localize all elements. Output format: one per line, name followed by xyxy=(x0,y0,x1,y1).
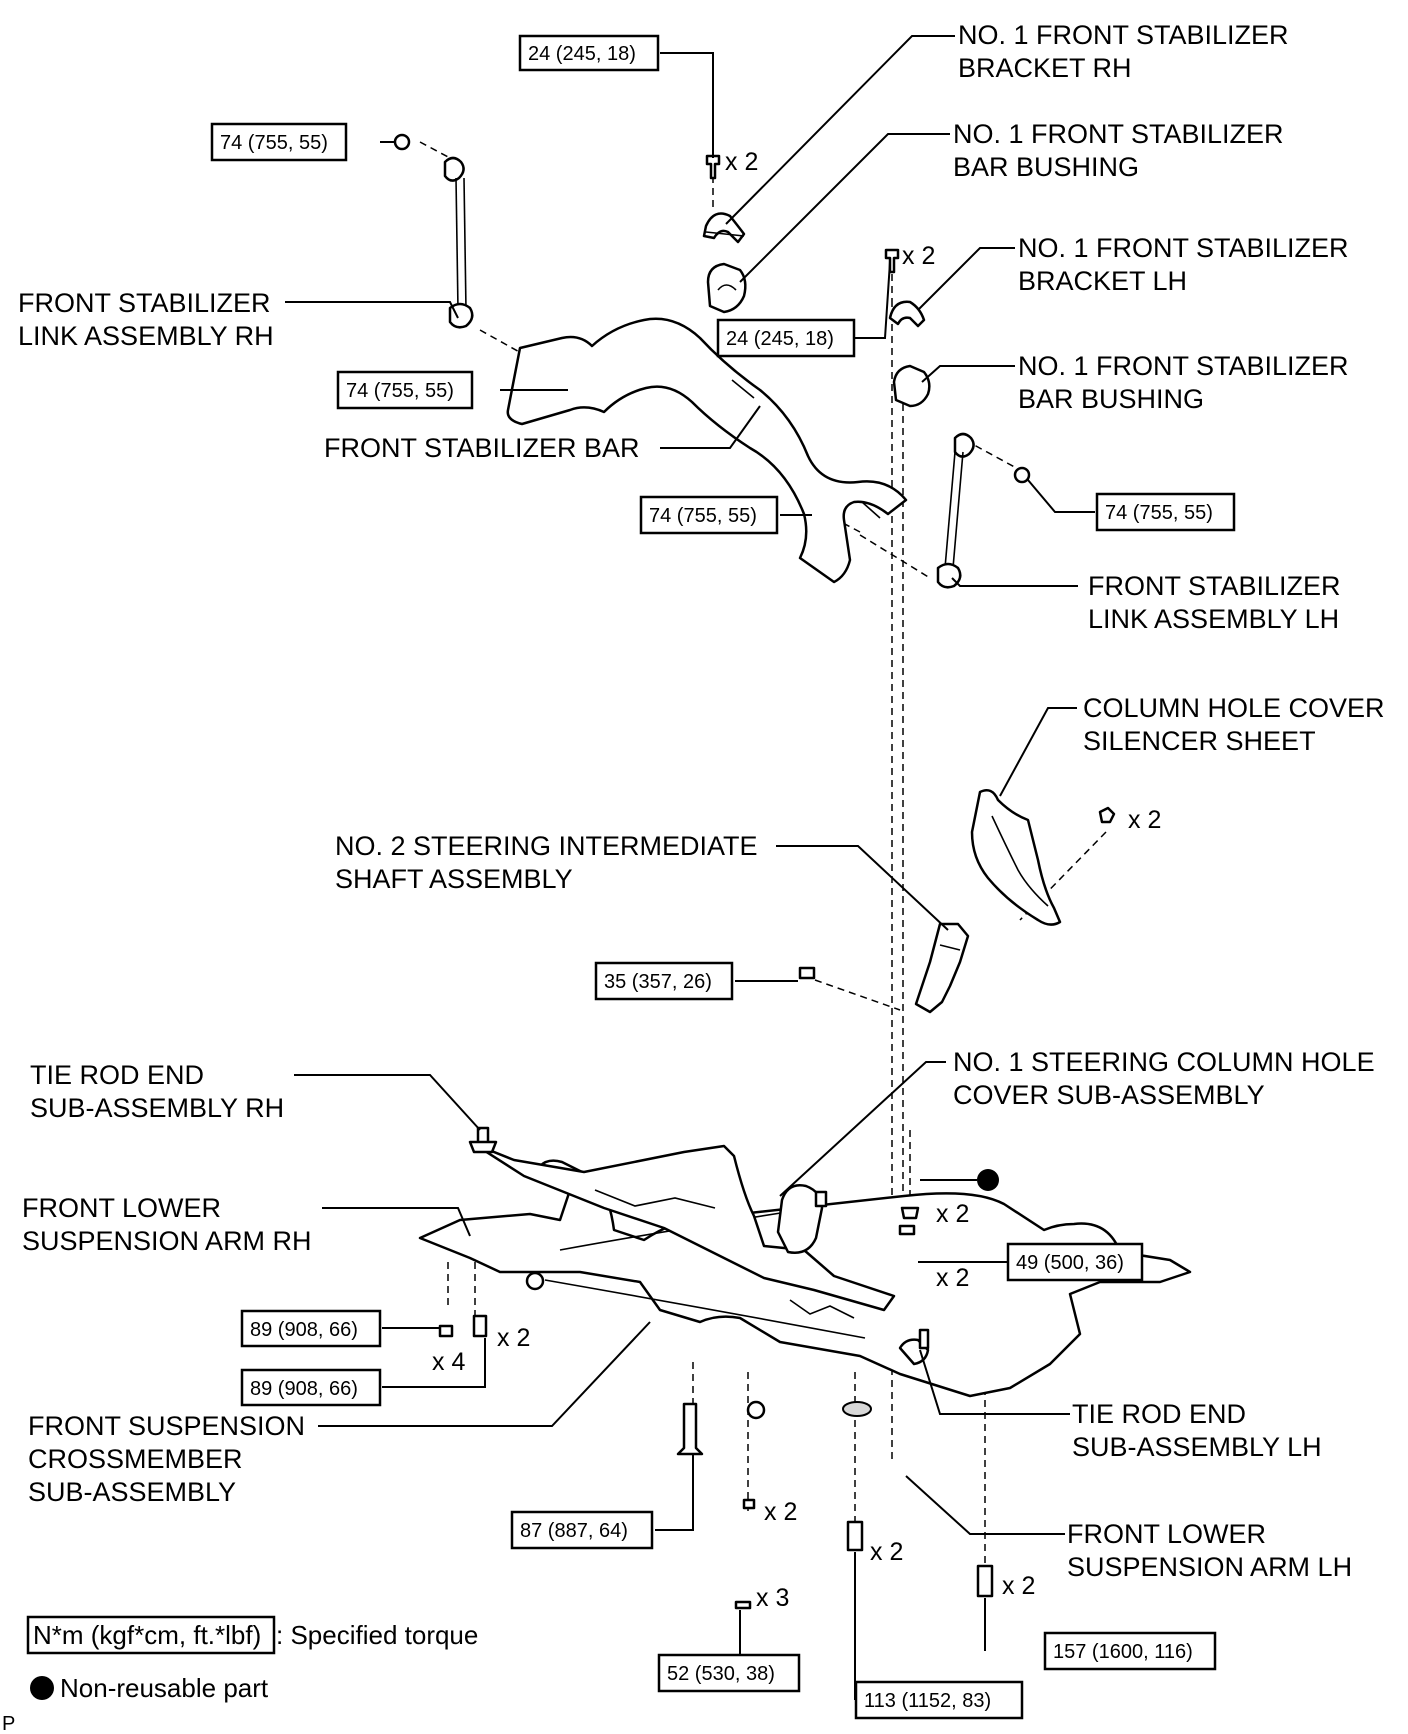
svg-text:52 (530, 38): 52 (530, 38) xyxy=(667,1663,775,1685)
label-stabilizer-bar: FRONT STABILIZER BAR xyxy=(324,433,640,463)
legend-torque-box xyxy=(26,1615,276,1655)
qty-cm-rear: x 2 xyxy=(870,1538,903,1566)
intermediate-shaft-part xyxy=(798,922,970,1014)
bracket-lh-part xyxy=(888,300,926,328)
svg-text:24 (245, 18): 24 (245, 18) xyxy=(528,43,636,65)
quantity-labels: x 2 x 2 x 2 x 2 x 2 x 2 x 4 x 2 x 3 x 2 … xyxy=(432,148,1161,1612)
svg-text:89 (908, 66): 89 (908, 66) xyxy=(250,1378,358,1400)
leader-lines xyxy=(285,35,1095,1700)
svg-text:35 (357, 26): 35 (357, 26) xyxy=(604,971,712,993)
legend: N*m (kgf*cm, ft.*lbf) : Specified torque… xyxy=(2,1615,478,1734)
torque-box-arm-rh-nut: 89 (908, 66) xyxy=(240,1309,382,1348)
stabilizer-link-nuts xyxy=(393,133,1031,523)
torque-box-crossmember-lh: 157 (1600, 116) xyxy=(1043,1631,1217,1671)
qty-cover-nut: x 2 xyxy=(936,1264,969,1292)
legend-nonreusable-text: Non-reusable part xyxy=(60,1673,269,1703)
stabilizer-bar-part xyxy=(506,317,908,584)
legend-torque-text: : Specified torque xyxy=(276,1620,478,1650)
crossmember-bolts xyxy=(438,1206,994,1610)
steering-hole-cover-part xyxy=(776,1184,828,1254)
torque-box-arm-rh-bolt: 89 (908, 66) xyxy=(240,1368,382,1407)
torque-box-crossmember-center: 52 (530, 38) xyxy=(657,1653,801,1693)
svg-text:157 (1600, 116): 157 (1600, 116) xyxy=(1053,1641,1193,1663)
torque-box-link-lh-bottom: 74 (755, 55) xyxy=(639,495,779,535)
torque-box-link-rh-bottom: 74 (755, 55) xyxy=(336,370,474,410)
torque-box-bracket-lh: 24 (245, 18) xyxy=(716,318,856,358)
svg-text:74 (755, 55): 74 (755, 55) xyxy=(1105,502,1213,524)
bushing-rh-part xyxy=(706,262,747,314)
qty-arm-rh-bolt: x 2 xyxy=(497,1324,530,1352)
torque-box-link-lh-top: 74 (755, 55) xyxy=(1095,492,1236,532)
torque-box-bracket-rh: 24 (245, 18) xyxy=(518,34,660,72)
svg-text:74 (755, 55): 74 (755, 55) xyxy=(649,505,757,527)
svg-text:24 (245, 18): 24 (245, 18) xyxy=(726,328,834,350)
torque-specs: 24 (245, 18) 74 (755, 55) 24 (245, 18) 7… xyxy=(210,34,1236,1720)
svg-text:74 (755, 55): 74 (755, 55) xyxy=(220,132,328,154)
qty-bracket-rh: x 2 xyxy=(725,148,758,176)
svg-text:49 (500, 36): 49 (500, 36) xyxy=(1016,1252,1124,1274)
legend-torque-units: N*m (kgf*cm, ft.*lbf) xyxy=(33,1620,261,1650)
qty-cm-center-bolt: x 2 xyxy=(764,1498,797,1526)
bushing-lh-part xyxy=(892,364,931,408)
torque-box-hole-cover: 49 (500, 36) xyxy=(1006,1242,1144,1282)
torque-box-link-rh-top: 74 (755, 55) xyxy=(210,122,348,162)
nonreusable-marker-icon xyxy=(977,1169,999,1191)
svg-text:74 (755, 55): 74 (755, 55) xyxy=(346,380,454,402)
qty-cm-lh: x 2 xyxy=(1002,1572,1035,1600)
qty-arm-rh-nut: x 4 xyxy=(432,1348,465,1376)
svg-text:89 (908, 66): 89 (908, 66) xyxy=(250,1319,358,1341)
torque-box-intermediate-shaft: 35 (357, 26) xyxy=(594,961,734,1001)
silencer-sheet-part xyxy=(970,789,1116,926)
qty-cm-center-nut: x 3 xyxy=(756,1584,789,1612)
torque-box-crossmember-front: 87 (887, 64) xyxy=(510,1510,654,1550)
legend-nonreusable-dot-icon xyxy=(30,1676,54,1700)
corner-mark: P xyxy=(2,1713,15,1734)
torque-box-crossmember-rear: 113 (1152, 83) xyxy=(854,1680,1024,1720)
bracket-rh-part xyxy=(702,212,746,244)
tie-rod-lh-part xyxy=(898,1328,930,1366)
qty-bracket-lh: x 2 xyxy=(902,242,935,270)
qty-nonreusable-bolt: x 2 xyxy=(936,1200,969,1228)
bracket-bolts xyxy=(705,154,900,274)
steering-gear-part xyxy=(468,1126,896,1319)
svg-text:113 (1152, 83): 113 (1152, 83) xyxy=(864,1690,991,1712)
stabilizer-link-rh-part xyxy=(443,156,474,329)
stabilizer-link-lh-part xyxy=(936,432,975,589)
qty-silencer: x 2 xyxy=(1128,806,1161,834)
svg-text:87 (887, 64): 87 (887, 64) xyxy=(520,1520,628,1542)
